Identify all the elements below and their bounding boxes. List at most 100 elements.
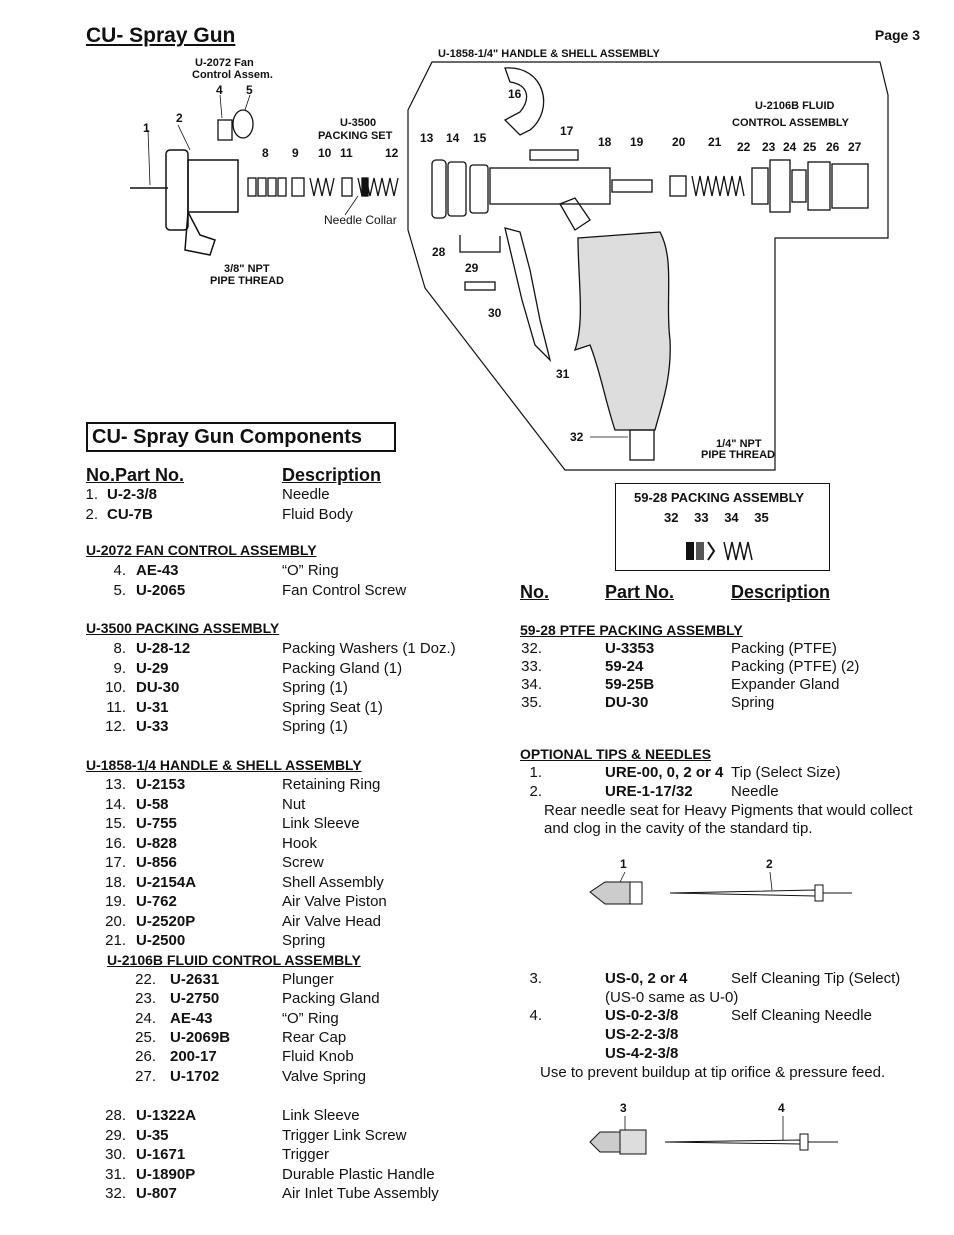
svg-text:5: 5: [246, 83, 253, 97]
part-number: 11.: [106, 698, 126, 716]
part-code: 59-25B: [605, 676, 655, 693]
part-code: U-3353: [605, 640, 655, 657]
part-code: U-58: [136, 795, 169, 813]
svg-text:18: 18: [598, 135, 612, 149]
part-number: 19.: [105, 893, 126, 910]
part-code: 59-24: [605, 658, 644, 675]
svg-text:2: 2: [766, 857, 773, 871]
svg-text:U-3500: U-3500: [340, 117, 376, 129]
part-number: 22.: [135, 971, 156, 988]
part-code: U-1322A: [136, 1107, 197, 1124]
part-description: Needle: [731, 783, 779, 800]
part-code: AE-43: [136, 562, 179, 579]
svg-text:4: 4: [216, 83, 223, 97]
part-number: 10.: [105, 679, 126, 696]
svg-text:1: 1: [620, 857, 627, 871]
svg-text:9: 9: [292, 146, 299, 160]
part-code: U-1702: [170, 1067, 220, 1085]
needle-part-code: US-2-2-3/8: [605, 1026, 679, 1043]
part-description: Durable Plastic Handle: [282, 1165, 435, 1183]
svg-text:21: 21: [708, 135, 722, 149]
part-number: 14.: [105, 795, 126, 813]
part-description: Valve Spring: [282, 1067, 366, 1085]
part-description: Spring (1): [282, 679, 348, 696]
svg-text:10: 10: [318, 146, 332, 160]
part-code: U-2065: [136, 581, 186, 599]
svg-text:U-2106B FLUID: U-2106B FLUID: [755, 100, 835, 112]
air-valve-part: [611, 175, 745, 197]
fluid-control-part: [751, 159, 869, 213]
svg-text:PIPE THREAD: PIPE THREAD: [701, 449, 775, 461]
svg-text:27: 27: [848, 140, 862, 154]
assembly-outline: [407, 61, 889, 471]
part-code: U-828: [136, 834, 177, 852]
section-title: U-1858-1/4 HANDLE & SHELL ASSEMBLY: [86, 757, 362, 773]
svg-text:23: 23: [762, 140, 776, 154]
needle-part-code: US-4-2-3/8: [605, 1045, 679, 1062]
part-number: 35.: [521, 694, 542, 711]
part-code: AE-43: [170, 1009, 213, 1027]
packing-assembly-box: 59-28 PACKING ASSEMBLY 32 33 34 35: [615, 483, 830, 571]
part-description: Tip (Select Size): [731, 764, 841, 781]
part-code: U-2520P: [136, 912, 196, 930]
part-number: 25.: [135, 1028, 156, 1046]
optional-tips-figure-2: 3 4: [589, 1101, 838, 1155]
svg-text:11: 11: [340, 146, 353, 160]
part-description: Retaining Ring: [282, 776, 381, 793]
needle-collar-label: Needle Collar: [324, 213, 397, 227]
packing-assembly-numbers: 32 33 34 35: [664, 510, 769, 525]
part-number: 27.: [135, 1067, 156, 1085]
section-title: 59-28 PTFE PACKING ASSEMBLY: [520, 622, 743, 638]
part-code: U-35: [136, 1126, 169, 1144]
part-number: 26.: [135, 1048, 156, 1066]
part-description: Packing Gland (1): [282, 659, 403, 677]
part-code: URE-1-17/32: [605, 783, 693, 800]
part-description: Plunger: [282, 971, 334, 988]
part-code: U-807: [136, 1185, 177, 1202]
svg-text:14: 14: [446, 131, 460, 145]
part-description: Trigger: [282, 1146, 329, 1163]
part-description: Spring Seat (1): [282, 698, 383, 716]
part-number: 5.: [113, 581, 126, 599]
part-description: “O” Ring: [282, 1009, 339, 1027]
part-code: US-0-2-3/8: [605, 1007, 679, 1024]
part-code: U-28-12: [136, 640, 191, 657]
part-code: U-856: [136, 854, 177, 871]
svg-text:13: 13: [420, 131, 434, 145]
packing-assembly-title: 59-28 PACKING ASSEMBLY: [634, 490, 805, 505]
part-code: U-762: [136, 893, 177, 910]
part-description: Expander Gland: [731, 676, 840, 693]
part-description: Rear Cap: [282, 1028, 347, 1046]
part-description: Fluid Body: [282, 506, 353, 523]
part-code: U-33: [136, 718, 169, 735]
part-description: Air Valve Piston: [282, 893, 387, 910]
part-description: Spring (1): [282, 718, 348, 735]
part-description: Fan Control Screw: [282, 581, 407, 599]
part-number: 2.: [529, 783, 542, 800]
part-description: Hook: [282, 834, 318, 852]
part-number: 20.: [105, 912, 126, 930]
part-code: URE-00, 0, 2 or 4: [605, 764, 724, 781]
fan-control-part: [217, 94, 254, 141]
components-title: CU- Spray Gun Components: [92, 426, 363, 448]
part-code: DU-30: [136, 679, 180, 696]
part-number: 28.: [105, 1107, 126, 1124]
part-code: U-1890P: [136, 1165, 196, 1183]
part-number: 31.: [105, 1165, 126, 1183]
part-number: 15.: [105, 815, 126, 832]
part-number: 8.: [113, 640, 126, 657]
part-number: 21.: [105, 932, 126, 949]
fluid-body-part: [165, 124, 239, 256]
part-description: “O” Ring: [282, 562, 339, 579]
part-description: Shell Assembly: [282, 873, 384, 891]
part-number: 16.: [105, 834, 126, 852]
part-description: Spring: [731, 694, 775, 711]
part-number: 2.: [85, 506, 98, 523]
part-code: U-755: [136, 815, 177, 832]
part-number: 1.: [85, 486, 98, 503]
part-description: Nut: [282, 795, 306, 813]
svg-text:22: 22: [737, 140, 751, 154]
right-header-part: Part No.: [605, 582, 675, 602]
part-description: Self Cleaning Tip (Select): [731, 970, 901, 987]
